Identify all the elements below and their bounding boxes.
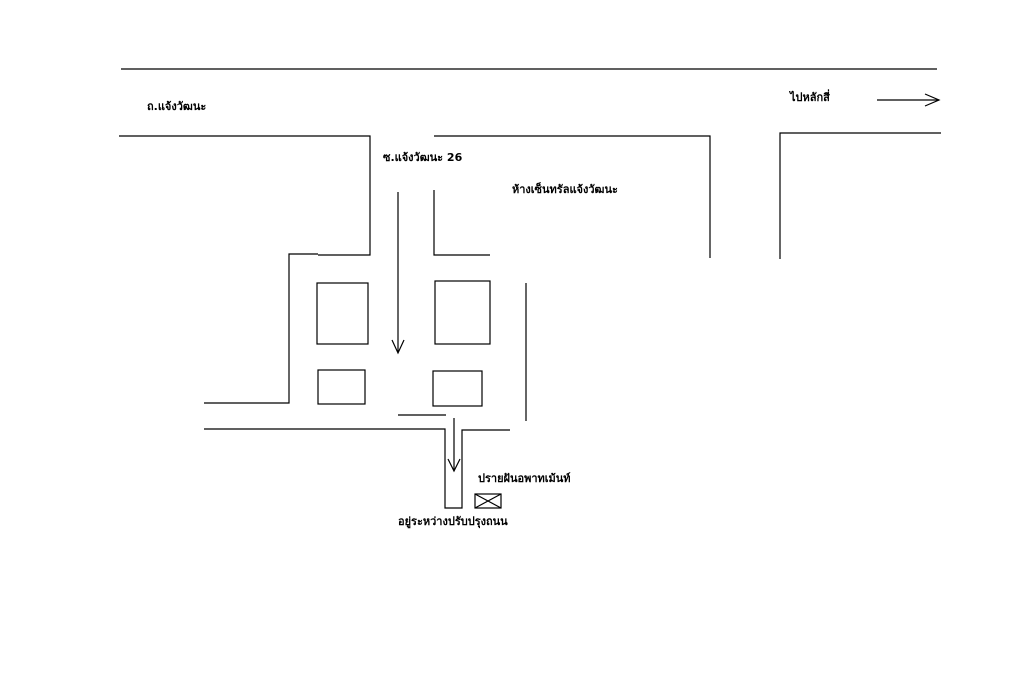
building-bottom-left [317,369,366,405]
arrow-icon [447,418,461,473]
envelope-icon [474,493,502,509]
building-top-left [316,282,369,345]
soi-right-edge [433,190,490,256]
destination-label: ปรายฝันอพาทเม้นท์ [478,472,571,485]
soi-label: ซ.แจ้งวัฒนะ 26 [383,151,463,164]
to-laksi-label: ไปหลักสี่ [790,91,830,104]
arrow-icon [391,192,405,355]
main-road-edges [119,132,941,259]
left-road-edge [204,253,318,404]
main-road-label: ถ.แจ้งวัฒนะ [147,100,207,113]
building-top-right [434,280,491,345]
building-bottom-right [432,370,483,407]
buildings [316,280,491,407]
lower-road-edge [204,428,510,509]
arrow-icon [877,93,941,107]
central-label: ห้างเซ็นทรัลแจ้งวัฒนะ [512,183,618,196]
road-work-note: อยู่ระหว่างปรับปรุงถนน [398,515,508,528]
